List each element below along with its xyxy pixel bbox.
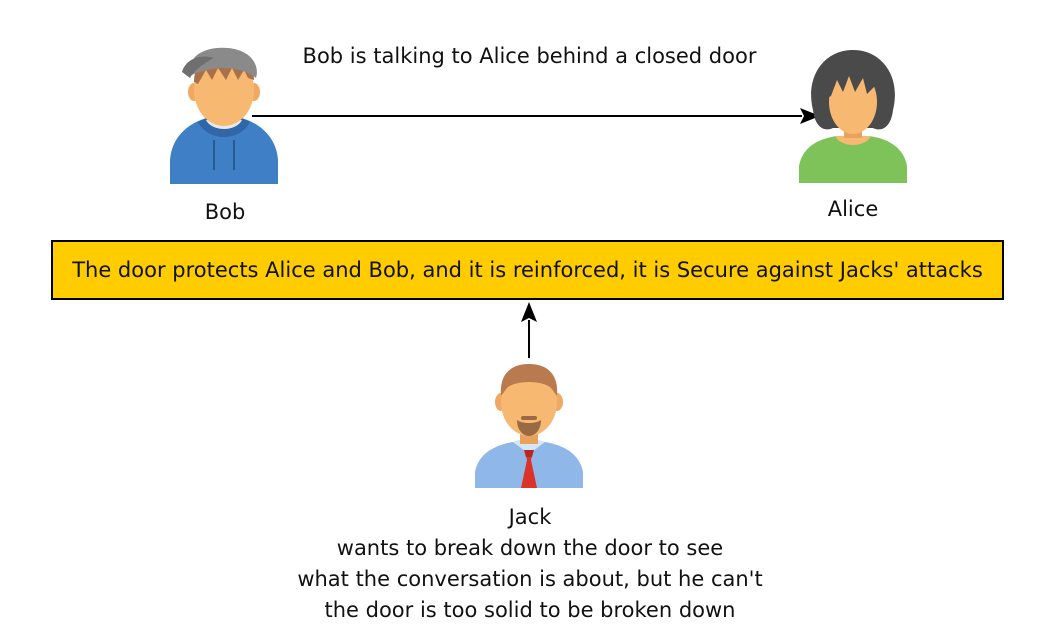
jack-to-door-arrowhead [521,302,537,322]
jack-description-line: what the conversation is about, but he c… [297,567,763,591]
bob-label: Bob [204,200,246,224]
diagram-title-text: Bob is talking to Alice behind a closed … [302,44,757,68]
alice-label: Alice [827,197,879,221]
jack-description-line: wants to break down the door to see [336,536,724,560]
door-box: The door protects Alice and Bob, and it … [51,240,1004,300]
jack-label: Jack [508,505,552,529]
bob-avatar-icon [170,47,278,184]
jack-caption: Jack wants to break down the door to see… [230,502,830,626]
jack-avatar-icon [475,364,583,488]
door-text: The door protects Alice and Bob, and it … [72,258,983,282]
alice-avatar-icon [799,50,907,183]
bob-to-alice-arrowhead [800,108,820,124]
diagram-title: Bob is talking to Alice behind a closed … [0,44,1051,68]
jack-description-line: the door is too solid to be broken down [324,598,736,622]
